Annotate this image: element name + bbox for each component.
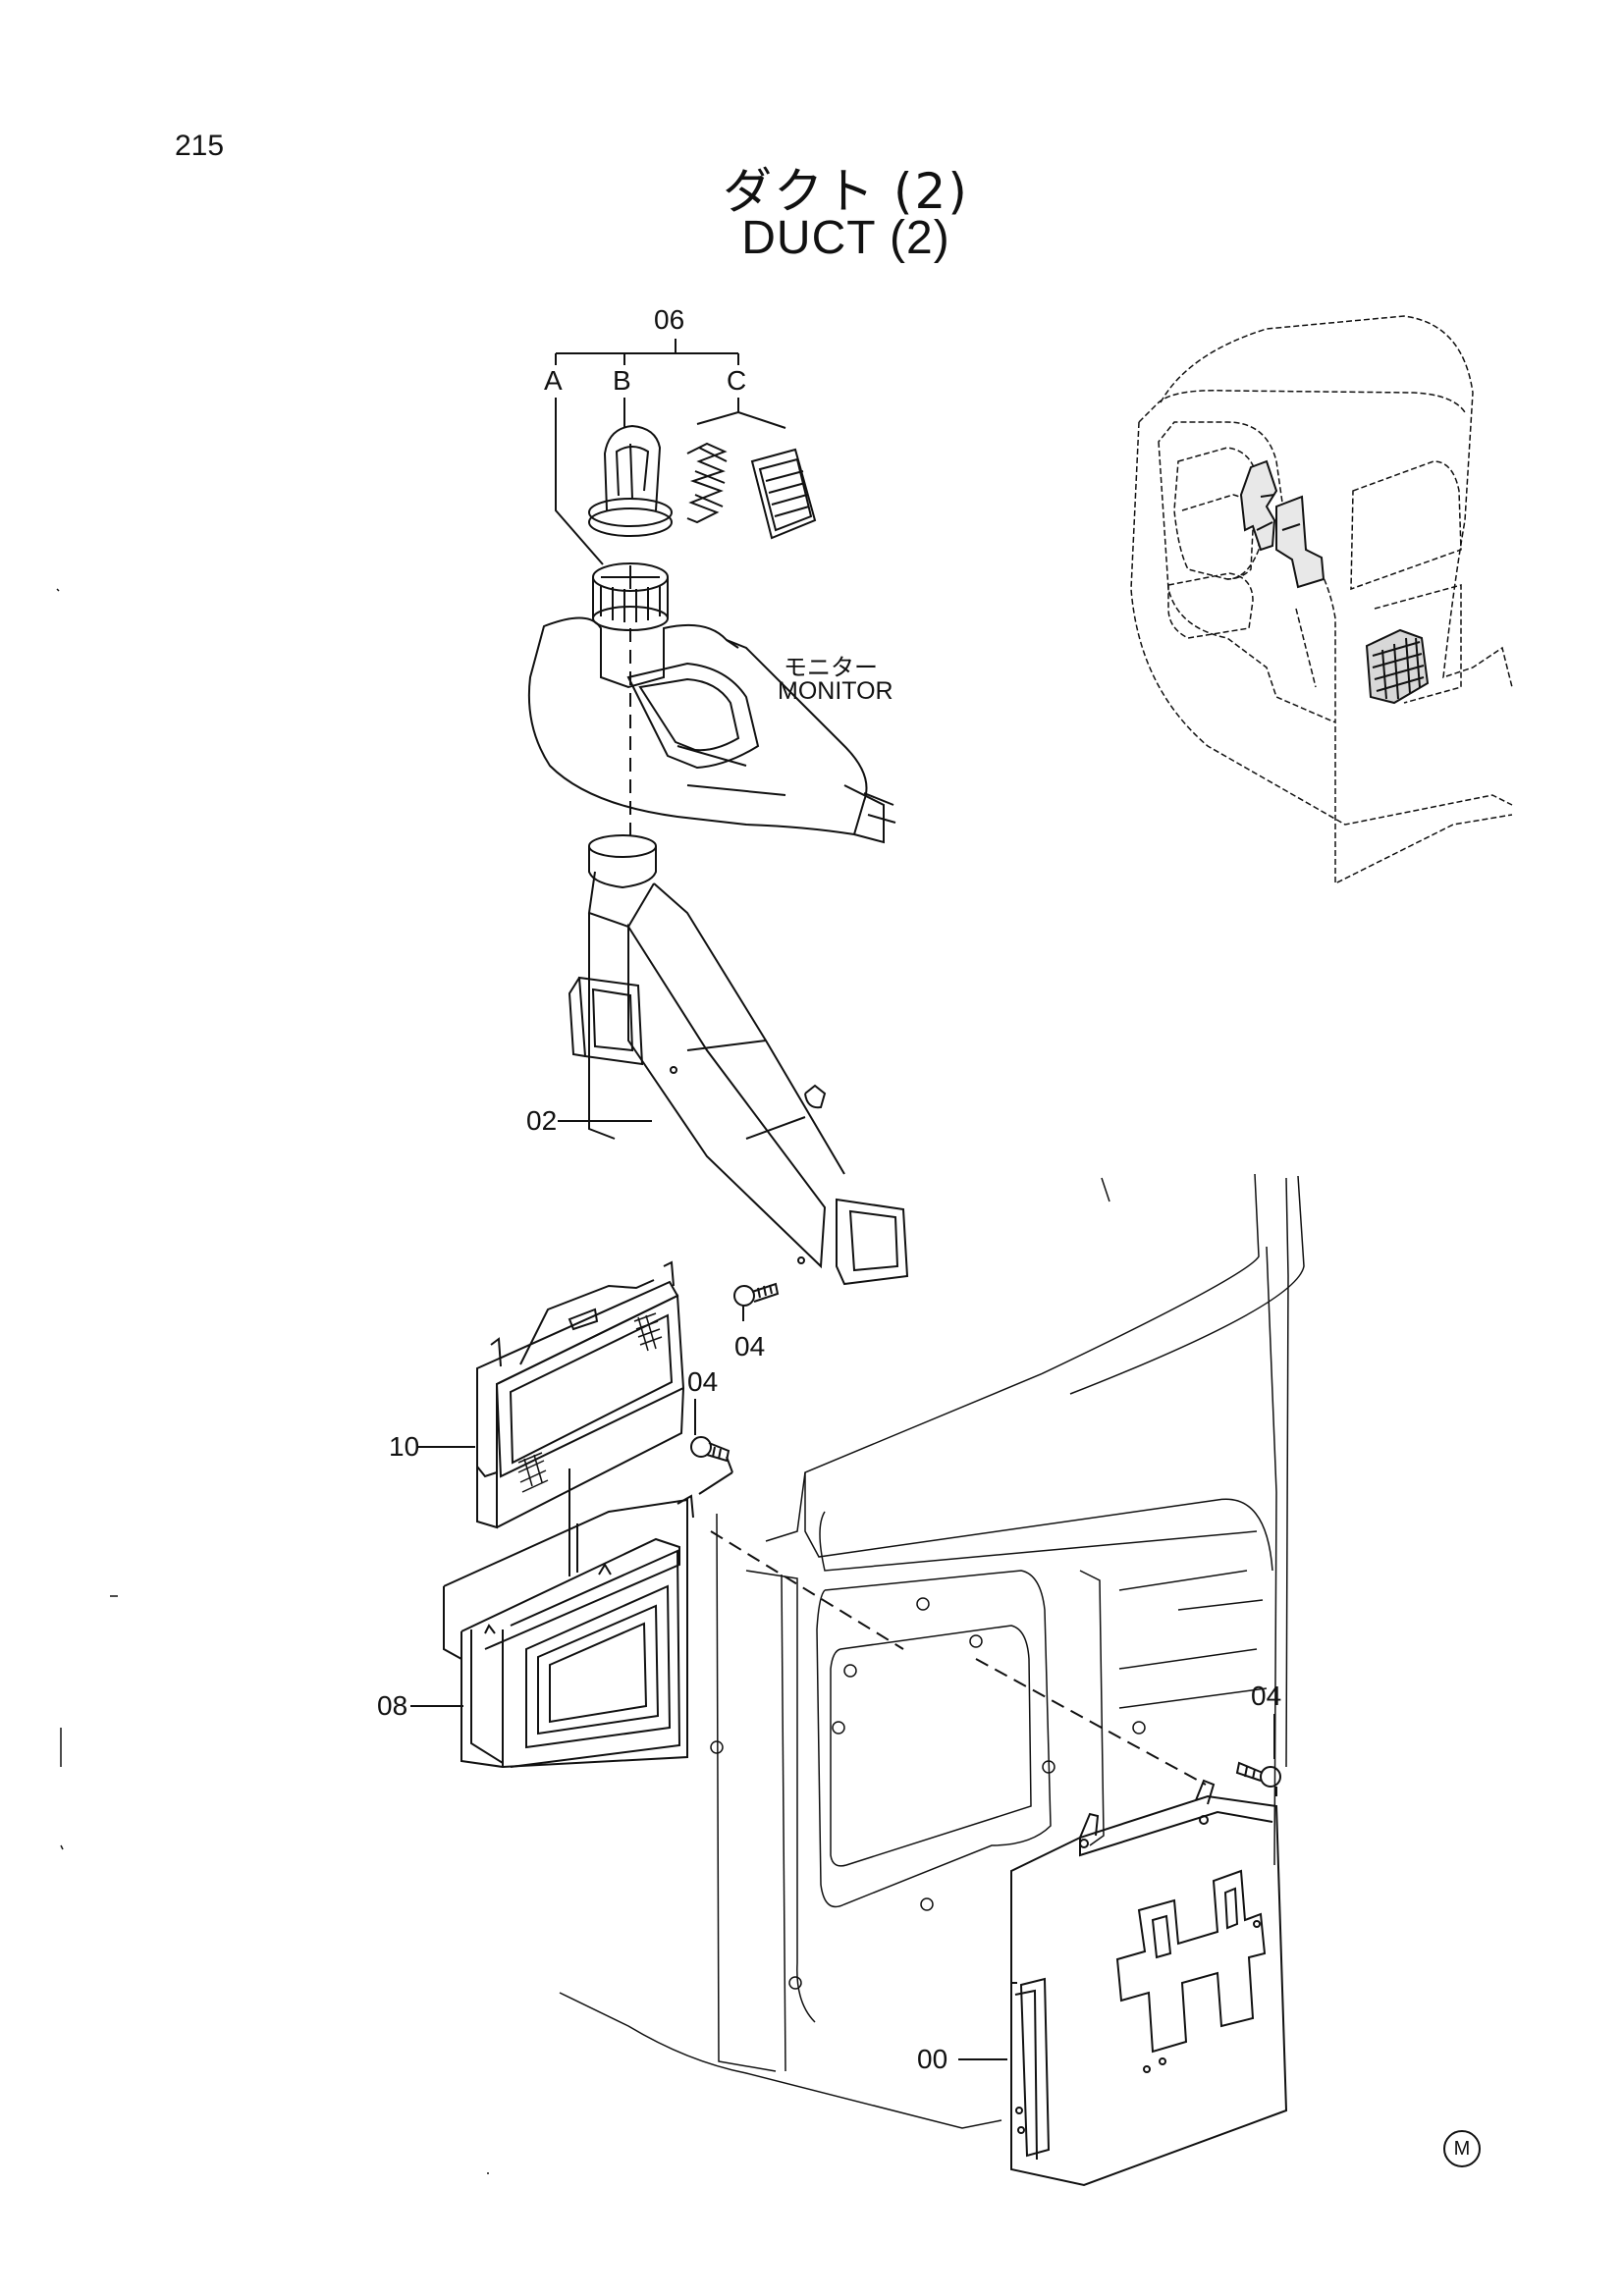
part-label-06c: C [727, 365, 747, 396]
part-label-08: 08 [377, 1690, 408, 1721]
vent-nozzle-b [589, 426, 672, 536]
m-mark: M [1443, 2130, 1481, 2167]
housing-08 [444, 1496, 693, 1767]
page-title-jp: ダクト (2) [723, 163, 969, 220]
filter-10 [477, 1262, 683, 1527]
part-label-04-duct: 04 [734, 1331, 766, 1362]
part-06-bracket [556, 339, 785, 564]
vent-nozzle-a [593, 563, 668, 630]
rear-cover-00 [1011, 1781, 1286, 2185]
screw-04-rear [1237, 1714, 1280, 1796]
part-label-04-rear: 04 [1251, 1681, 1282, 1711]
cab-inset-highlight [1241, 461, 1428, 703]
part-label-10: 10 [389, 1431, 420, 1462]
grille-c [687, 444, 815, 538]
part-label-04-filter: 04 [687, 1366, 719, 1397]
part-label-06b: B [613, 365, 631, 396]
cab-wall-outline [560, 1174, 1304, 2128]
page-title-en: DUCT (2) [741, 212, 950, 264]
screw-04-duct [734, 1284, 778, 1321]
page-number: 215 [175, 130, 225, 162]
monitor-duct [529, 617, 895, 842]
assembly-lines-rear [711, 1531, 1206, 1785]
monitor-label-en: MONITOR [778, 677, 893, 705]
part-label-00: 00 [917, 2044, 948, 2074]
cab-inset [1131, 316, 1512, 883]
screw-04-filter [691, 1399, 732, 1494]
m-mark-letter: M [1453, 2137, 1471, 2160]
part-label-06: 06 [654, 304, 685, 335]
part-label-02: 02 [526, 1105, 558, 1136]
part-label-06a: A [544, 365, 563, 396]
margin-marks [57, 589, 489, 2173]
duct-02 [569, 835, 907, 1284]
monitor-label-jp: モニター [784, 654, 878, 681]
